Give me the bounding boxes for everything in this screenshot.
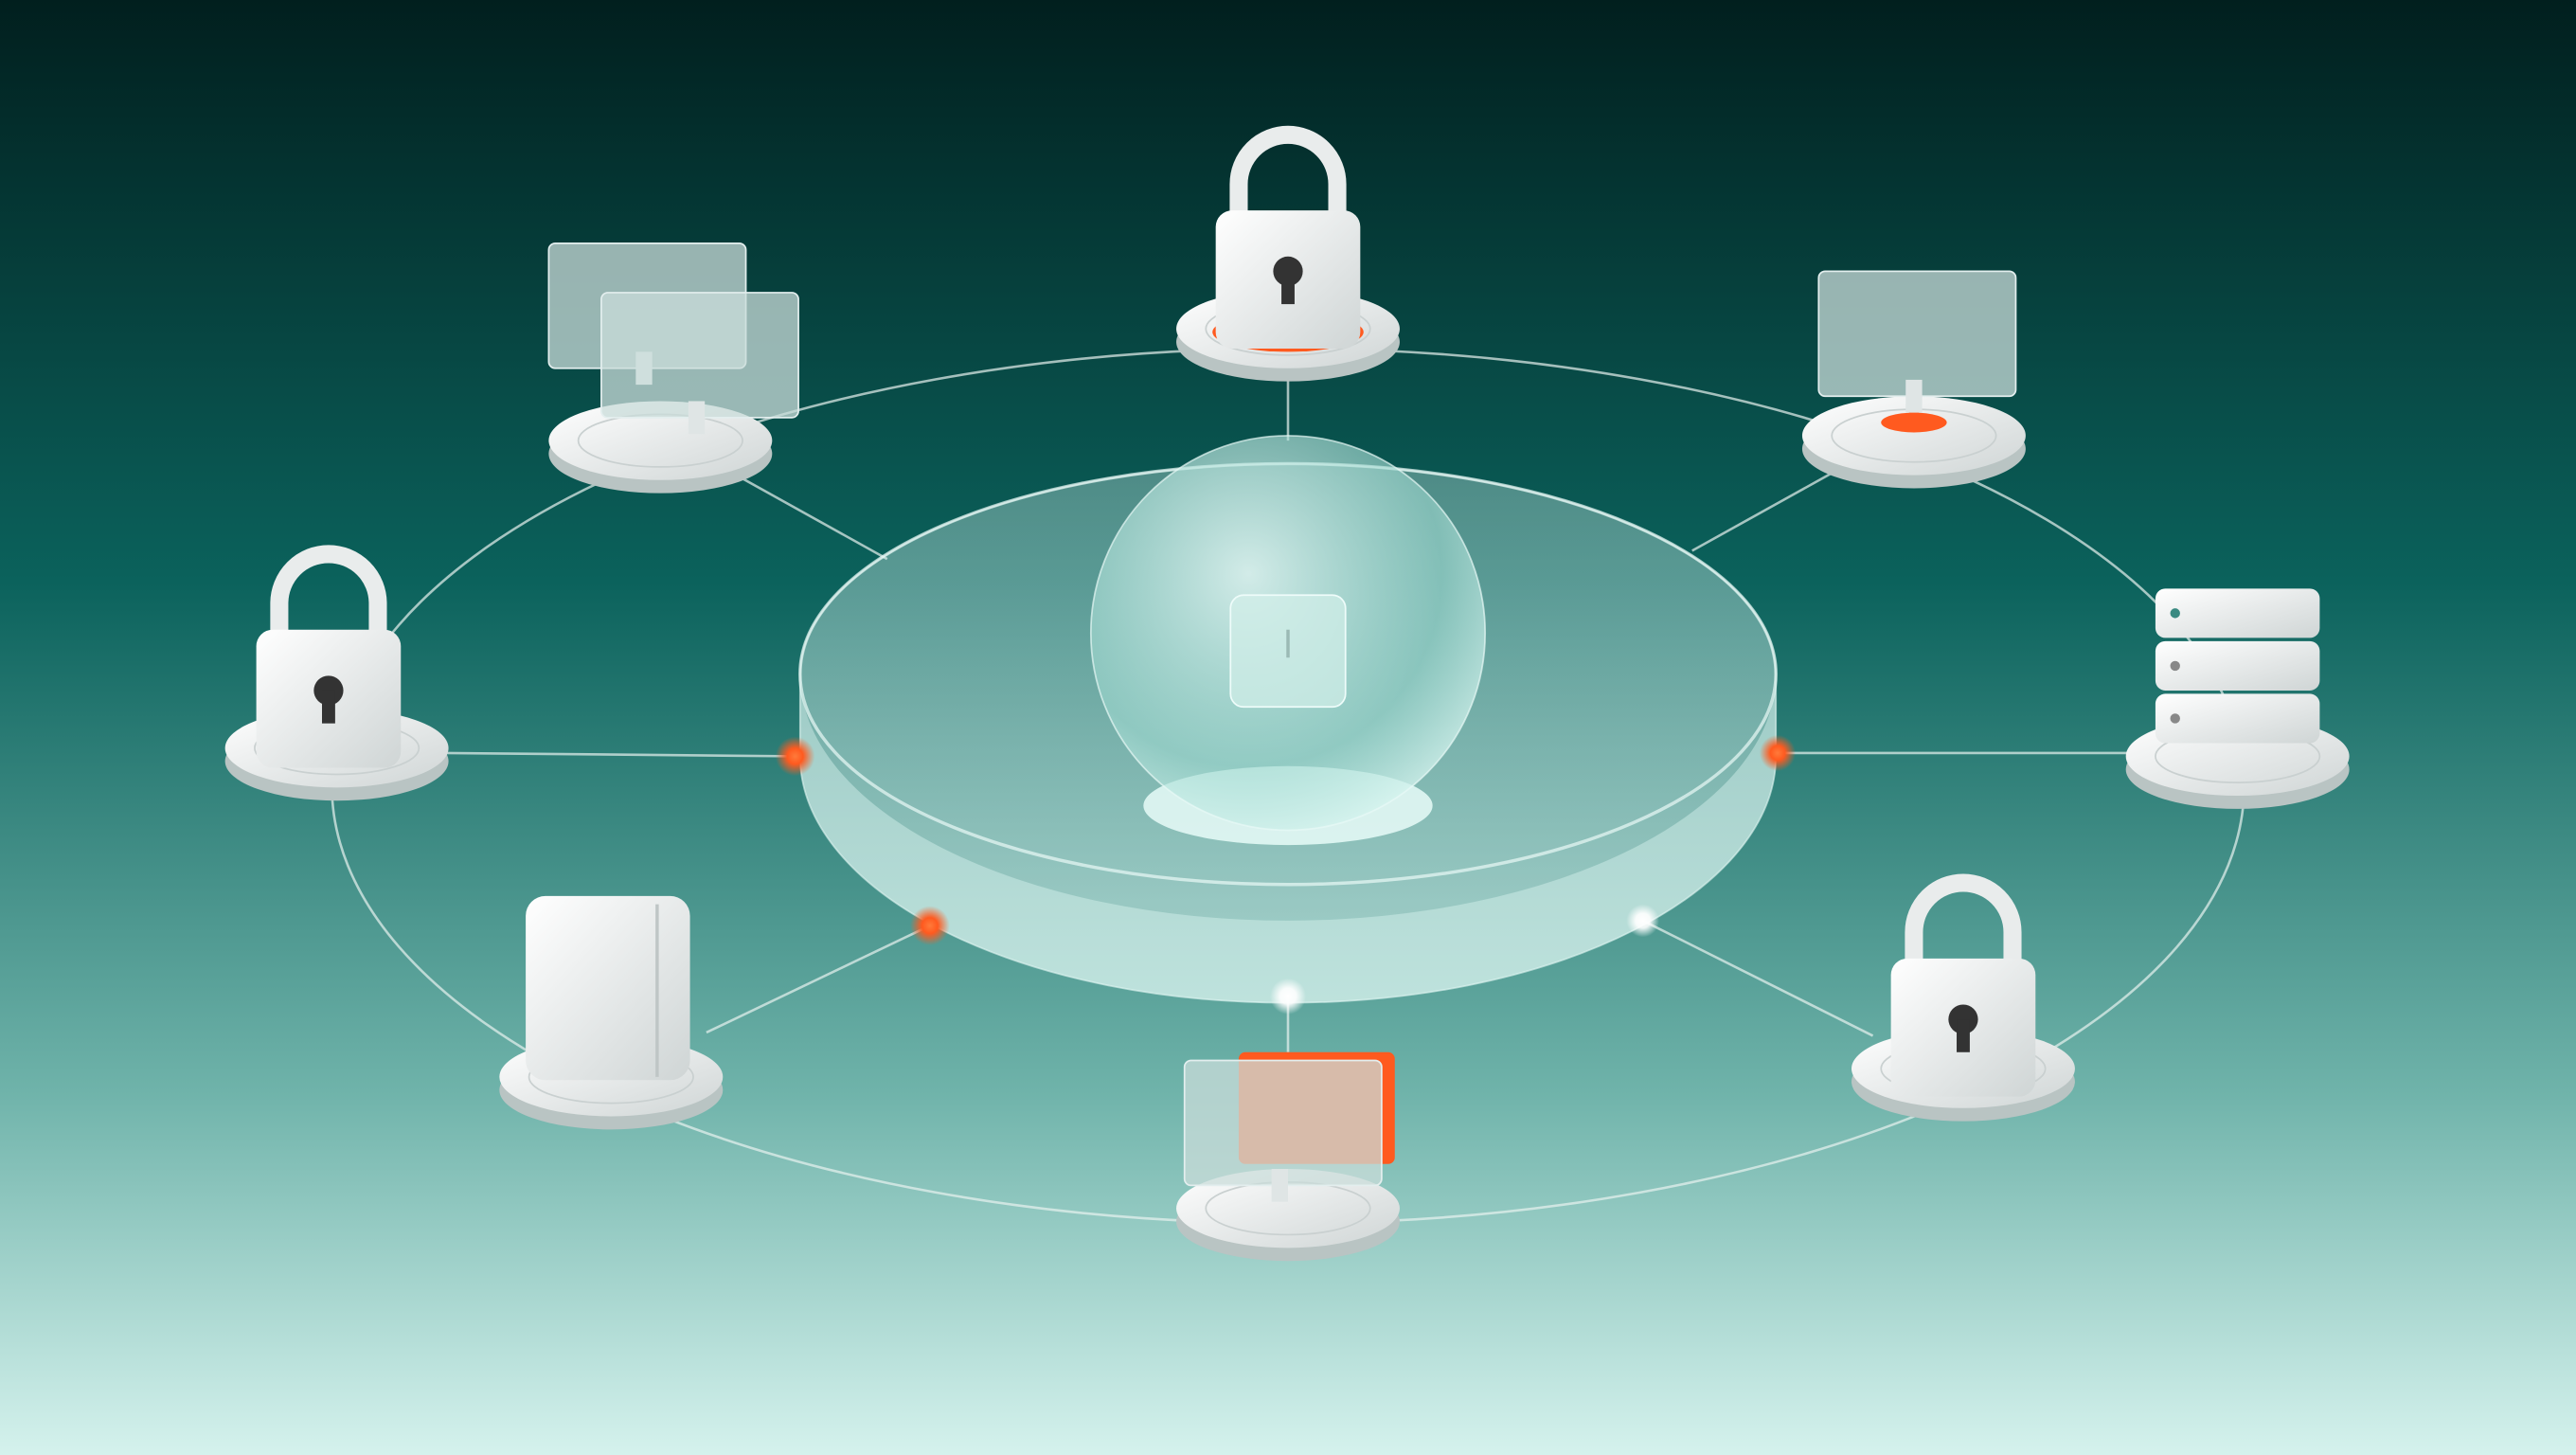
node-bottom-panel xyxy=(1175,1051,1401,1263)
node-top-right-panel xyxy=(1801,270,2027,490)
glass-sphere-icon xyxy=(1089,435,1487,846)
node-right-server xyxy=(2124,588,2351,810)
glass-panel-icon xyxy=(1183,1059,1383,1203)
connection-dots xyxy=(775,734,1797,1015)
node-bottom-left-box xyxy=(498,895,724,1131)
glass-panel-icon xyxy=(1817,270,2017,414)
glass-chip-icon xyxy=(1229,594,1347,709)
server-stack-icon xyxy=(2155,588,2320,744)
node-top-lock xyxy=(1175,135,1401,383)
storage-box-icon xyxy=(526,895,690,1081)
